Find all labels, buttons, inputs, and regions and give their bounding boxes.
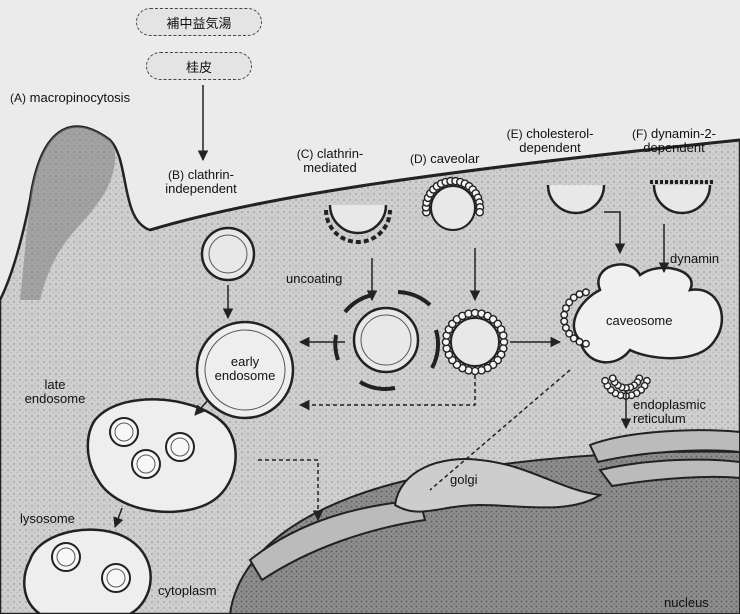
lysosome-vesicle [102, 564, 130, 592]
badge-c: (C) [297, 147, 314, 161]
label-endoplasmic-reticulum: endoplasmic reticulum [633, 398, 706, 426]
label-caveolar: caveolar [430, 151, 479, 166]
vesicle-clathrin-independent [202, 228, 254, 280]
label-lysosome: lysosome [20, 512, 75, 526]
label-early-endosome-line2: endosome [215, 368, 276, 383]
label-f-line1: dynamin-2- [651, 126, 716, 141]
caveolin-bead [476, 209, 483, 216]
label-a-macropinocytosis: (A) macropinocytosis [10, 91, 130, 105]
caveolin-bead [602, 378, 608, 384]
label-er-line1: endoplasmic [633, 397, 706, 412]
badge-a: (A) [10, 91, 26, 105]
label-b-line1: clathrin- [188, 167, 234, 182]
label-early-endosome: early endosome [205, 355, 285, 383]
label-er-line2: reticulum [633, 411, 686, 426]
caveolin-bead [583, 289, 590, 296]
label-f-dynamin-2-dependent: (F) dynamin-2- dependent [614, 127, 734, 155]
label-e-cholesterol-dependent: (E) cholesterol- dependent [490, 127, 610, 155]
caveolin-bead [563, 325, 570, 332]
label-dynamin: dynamin [670, 252, 719, 266]
label-macropinocytosis: macropinocytosis [30, 90, 130, 105]
late-endosome-vesicle [166, 433, 194, 461]
label-b-clathrin-independent: (B) clathrin- independent [146, 168, 256, 196]
caveolin-bead [610, 375, 616, 381]
lysosome-vesicle [52, 543, 80, 571]
label-late-endosome-line1: late [45, 377, 66, 392]
label-c-clathrin-mediated: (C) clathrin- mediated [280, 147, 380, 175]
late-endosome-vesicle [132, 450, 160, 478]
label-golgi: golgi [450, 473, 477, 487]
caveola-body [431, 186, 475, 230]
caveolin-bead [583, 340, 590, 347]
caveolin-bead [561, 311, 568, 318]
late-endosome [88, 399, 236, 512]
uncoating-vesicle [354, 308, 418, 372]
late-endosome-vesicle [110, 418, 138, 446]
herb-label-cinnamon-bark: 桂皮 [146, 52, 252, 80]
caveolin-bead [500, 332, 507, 339]
label-d-caveolar: (D) caveolar [410, 152, 479, 166]
label-e-line1: cholesterol- [526, 126, 593, 141]
label-b-line2: independent [165, 181, 237, 196]
label-e-line2: dependent [519, 140, 580, 155]
label-nucleus: nucleus [664, 596, 709, 610]
herb-label-hochuekkito: 補中益気湯 [136, 8, 262, 36]
badge-e: (E) [507, 127, 523, 141]
lysosome [24, 530, 150, 614]
label-caveosome: caveosome [606, 314, 672, 328]
label-c-line2: mediated [303, 160, 356, 175]
caveolar-vesicle-body [451, 318, 499, 366]
label-late-endosome-line2: endosome [25, 391, 86, 406]
badge-b: (B) [168, 168, 184, 182]
label-c-line1: clathrin- [317, 146, 363, 161]
caveolin-bead [561, 318, 568, 325]
label-late-endosome: late endosome [18, 378, 92, 406]
label-early-endosome-line1: early [231, 354, 259, 369]
label-uncoating: uncoating [286, 272, 342, 286]
label-f-line2: dependent [643, 140, 704, 155]
caveolin-bead [576, 291, 583, 298]
badge-f: (F) [632, 127, 647, 141]
badge-d: (D) [410, 152, 427, 166]
label-cytoplasm: cytoplasm [158, 584, 217, 598]
